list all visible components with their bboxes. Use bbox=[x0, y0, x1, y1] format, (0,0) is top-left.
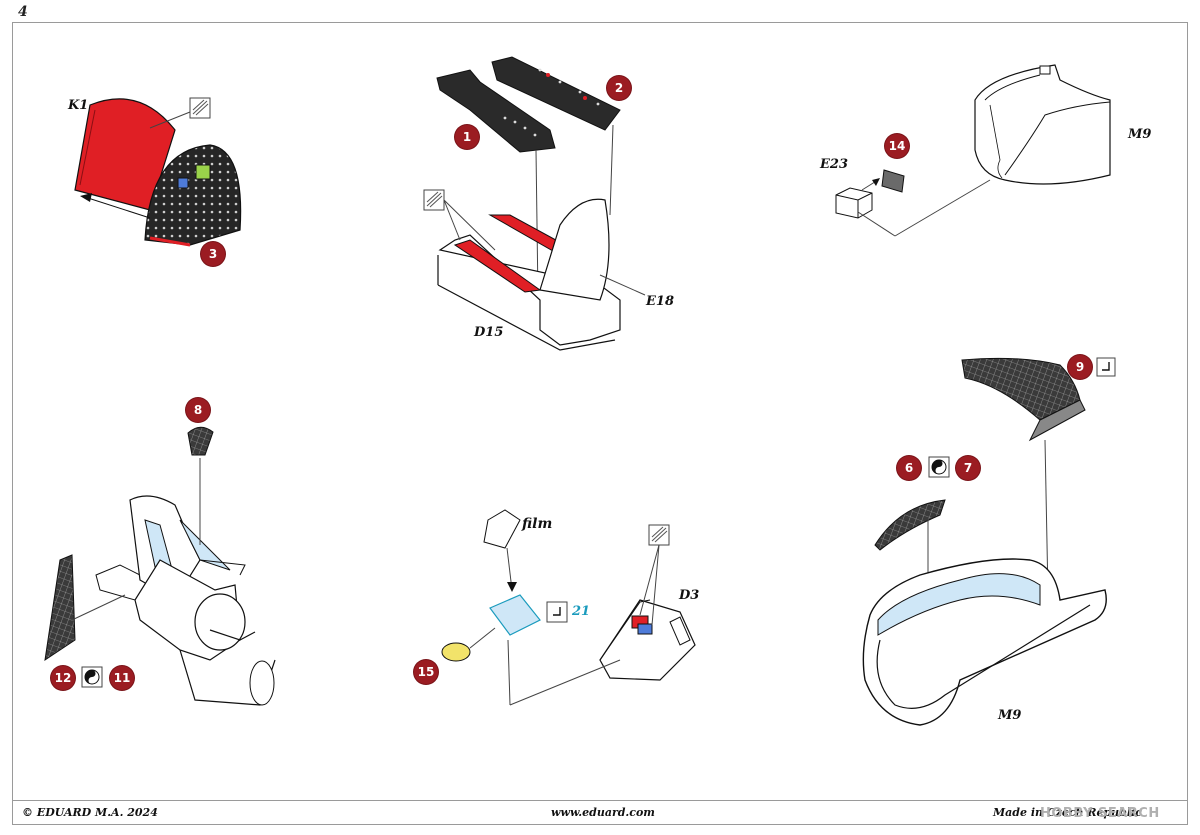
sheet-frame bbox=[12, 22, 1188, 825]
pe-panel-2 bbox=[491, 56, 621, 131]
label-film: film bbox=[522, 516, 553, 532]
callout-12: 12 bbox=[51, 666, 75, 690]
gunsight-group bbox=[441, 509, 696, 706]
mesh-part-11 bbox=[44, 554, 76, 662]
pe-panel-1 bbox=[436, 69, 556, 153]
bend-icon bbox=[546, 601, 568, 623]
reflector-lens bbox=[441, 642, 471, 662]
fuselage-m9-group bbox=[835, 64, 1111, 237]
callout-14: 14 bbox=[885, 134, 909, 158]
k1-red-panel bbox=[74, 98, 176, 211]
callout-7: 7 bbox=[956, 456, 980, 480]
green-gauge bbox=[195, 164, 211, 180]
callout-9: 9 bbox=[1068, 355, 1092, 379]
mesh-part-6 bbox=[874, 499, 946, 551]
footer-website: www.eduard.com bbox=[551, 806, 655, 819]
film-part bbox=[483, 509, 521, 549]
callout-1: 1 bbox=[455, 125, 479, 149]
callout-8: 8 bbox=[186, 398, 210, 422]
callout-11: 11 bbox=[110, 666, 134, 690]
label-d3: D3 bbox=[679, 588, 700, 603]
mesh-part-8 bbox=[187, 426, 214, 456]
page-number: 4 bbox=[18, 4, 28, 20]
label-m9-bottom: M9 bbox=[998, 708, 1022, 723]
k1-leader bbox=[149, 111, 191, 129]
watermark: HOBBY SEARCH bbox=[1040, 806, 1160, 821]
label-e23: E23 bbox=[820, 157, 848, 172]
label-d15: D15 bbox=[474, 325, 504, 340]
footer-origin: Made in Czech Republic bbox=[993, 806, 1142, 819]
callout-3: 3 bbox=[201, 242, 225, 266]
footer-divider bbox=[12, 800, 1188, 801]
bend-icon-2 bbox=[1096, 357, 1116, 377]
seat-assembly-group bbox=[44, 426, 276, 706]
instrument-face-panel bbox=[144, 144, 242, 246]
blue-gauge bbox=[177, 177, 189, 189]
callout-2: 2 bbox=[607, 76, 631, 100]
mesh-part-9 bbox=[961, 357, 1081, 421]
label-k1: K1 bbox=[68, 98, 89, 113]
callout-15: 15 bbox=[414, 660, 438, 684]
gunsight-glass bbox=[489, 594, 541, 636]
e18-bulkhead bbox=[539, 198, 610, 301]
d3-part bbox=[599, 599, 696, 681]
callout-6: 6 bbox=[897, 456, 921, 480]
footer-copyright: © EDUARD M.A. 2024 bbox=[22, 806, 158, 819]
e18-leader bbox=[599, 274, 646, 296]
label-m9-top: M9 bbox=[1128, 127, 1152, 142]
pe-part-14 bbox=[881, 169, 905, 193]
canopy-sill-group bbox=[862, 357, 1116, 726]
step-reference-21: 21 bbox=[572, 604, 591, 619]
k1-panel-group bbox=[74, 97, 242, 247]
label-e18: E18 bbox=[646, 294, 674, 309]
cockpit-d15-group bbox=[423, 56, 646, 351]
